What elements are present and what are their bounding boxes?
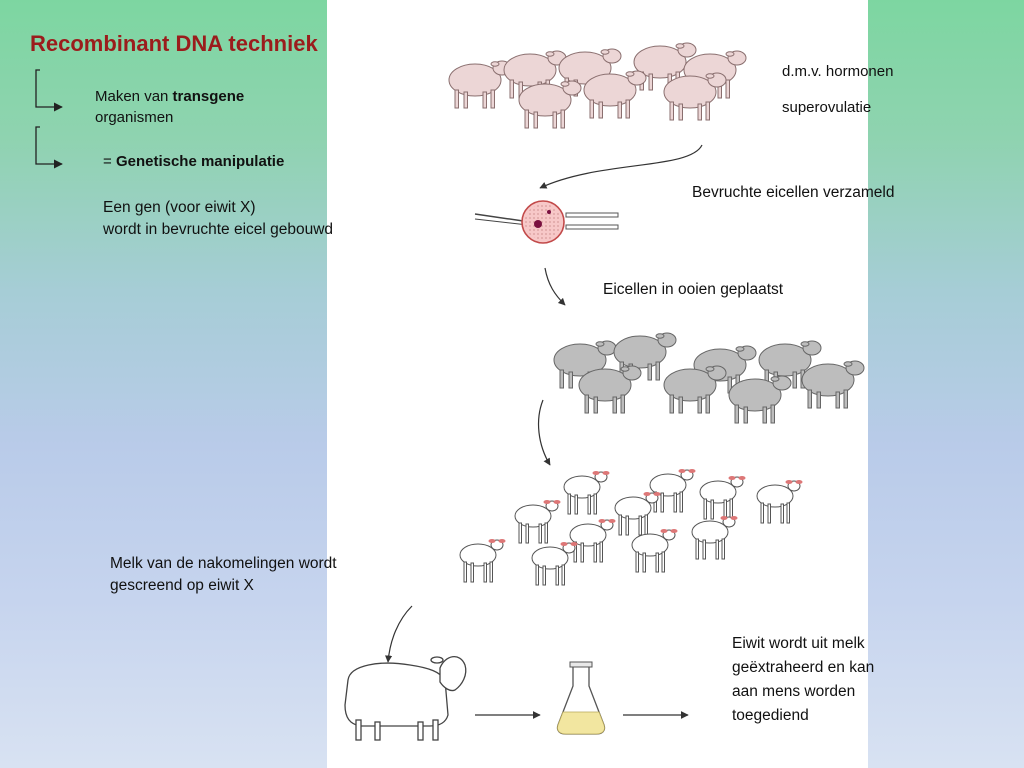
- bracket-arrow-1: [35, 69, 63, 112]
- gene-description-line1: Een gen (voor eiwit X): [103, 199, 256, 216]
- eiwit-line1: Eiwit wordt uit melk: [732, 635, 865, 652]
- lamb-icon: [631, 529, 678, 573]
- lamb-icon: [699, 476, 746, 520]
- sheep-icon: [578, 365, 642, 414]
- sheep-icon: [518, 80, 582, 129]
- flask-icon: [556, 661, 606, 735]
- item-transgene: Maken van transgene organismen: [95, 86, 244, 128]
- grey-ewe-flock: [553, 332, 865, 424]
- lamb-icon: [614, 492, 661, 536]
- item-genetische-manipulatie: = Genetische manipulatie: [103, 150, 284, 174]
- lamb-flock: [459, 469, 803, 586]
- milk-screening-line1: Melk van de nakomelingen wordt: [110, 555, 337, 572]
- sheep-icon: [663, 72, 727, 121]
- eiwit-extractie-text: Eiwit wordt uit melk geëxtraheerd en kan…: [732, 632, 874, 728]
- eiwit-line2: geëxtraheerd en kan: [732, 659, 875, 677]
- milk-screening-text: Melk van de nakomelingen wordt gescreend…: [110, 553, 337, 598]
- item-gm-bold: Genetische manipulatie: [115, 153, 285, 170]
- lamb-icon: [459, 539, 506, 583]
- sheep-icon: [448, 60, 512, 109]
- gene-description-line2: wordt in bevruchte eicel gebouwd: [103, 221, 334, 239]
- item-transgene-line2: organismen: [95, 109, 174, 126]
- arrow-to-milk-sheep: [385, 605, 413, 663]
- fertilized-egg-icon: [474, 200, 619, 244]
- arrow-to-lambs: [537, 399, 551, 466]
- sheep-icon: [801, 360, 865, 409]
- item-transgene-prefix: Maken van: [95, 88, 173, 105]
- arrow-to-ewes: [544, 267, 566, 306]
- milk-sheep-icon: [344, 656, 467, 741]
- item-transgene-bold: transgene: [172, 88, 245, 105]
- sheep-icon: [728, 375, 792, 424]
- gene-description: Een gen (voor eiwit X) wordt in bevrucht…: [103, 197, 333, 242]
- sheep-icon: [583, 70, 647, 119]
- item-gm-prefix: =: [103, 153, 116, 170]
- lamb-icon: [569, 519, 616, 563]
- hormonen-label: d.m.v. hormonen: [782, 63, 894, 80]
- eiwit-line4: toegediend: [732, 707, 809, 725]
- lamb-icon: [691, 516, 738, 560]
- lamb-icon: [531, 542, 578, 586]
- eiwit-line3: aan mens worden: [732, 683, 856, 701]
- bracket-arrow-2: [35, 126, 63, 169]
- arrow-to-egg: [539, 144, 703, 189]
- lamb-icon: [756, 480, 803, 524]
- pink-sheep-flock: [448, 42, 747, 129]
- bevruchte-eicellen-label: Bevruchte eicellen verzameld: [692, 184, 895, 201]
- eicellen-ooien-label: Eicellen in ooien geplaatst: [603, 281, 784, 298]
- superovulatie-label: superovulatie: [782, 99, 872, 116]
- sheep-icon: [663, 365, 727, 414]
- page-title: Recombinant DNA techniek: [30, 31, 318, 56]
- lamb-icon: [563, 471, 610, 515]
- milk-screening-line2: gescreend op eiwit X: [110, 577, 254, 595]
- lamb-icon: [649, 469, 696, 513]
- lamb-icon: [514, 500, 561, 544]
